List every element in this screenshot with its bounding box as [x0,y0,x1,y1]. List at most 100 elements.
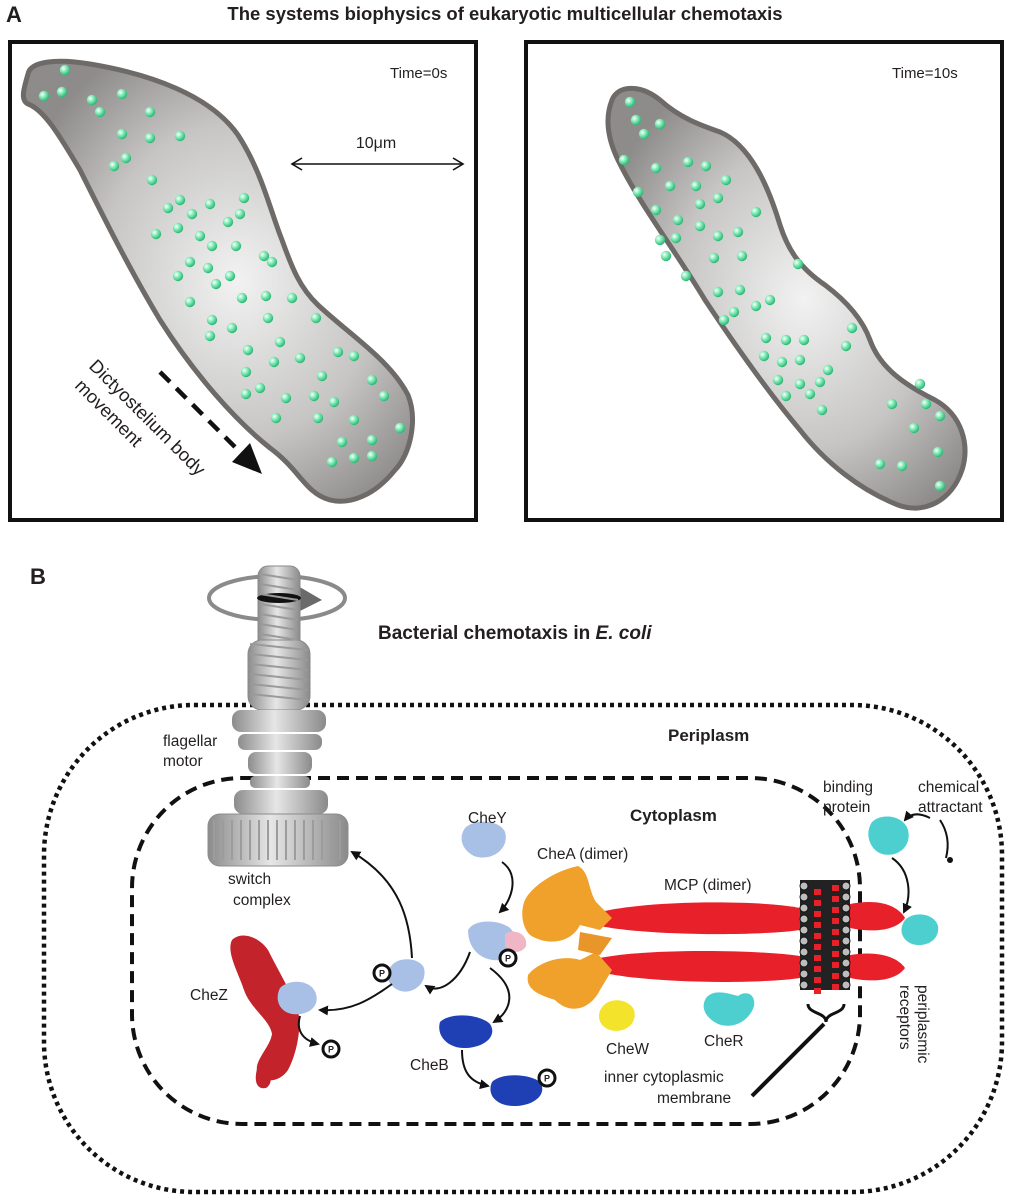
phospho-label: P [328,1045,334,1055]
membrane-bilayer [800,880,850,990]
lipid-head [799,936,809,946]
particle-right [712,192,724,204]
particle-right [932,446,944,458]
receptor-segment [832,973,839,979]
panel-a-letter: A [6,2,22,27]
motor-ridge [249,693,309,701]
particle-left [328,396,340,408]
motor-ridge [259,573,299,581]
receptors-label: periplasmic receptors [896,985,931,1064]
chey-bound-pink [505,931,527,952]
particle-left [204,330,216,342]
scale-bar-right-head [452,157,465,171]
particle-left [260,290,272,302]
lipid-head [841,969,851,979]
particle-right [670,232,682,244]
motor-ridges [213,573,341,860]
particle-left [172,270,184,282]
binding-label-line1: binding [823,779,873,796]
particle-left [274,336,286,348]
particle-right [750,300,762,312]
arrow-chez-release [297,1015,320,1047]
particle-right [712,230,724,242]
particle-right [734,284,746,296]
lipid-head [799,881,809,891]
particle-left [294,352,306,364]
particle-left [184,256,196,268]
lipid-head [841,925,851,935]
lipid-head [799,947,809,957]
motor-disc-1 [232,710,326,732]
chey-label: CheY [468,810,507,827]
motor-ridge [249,673,309,681]
particle-left [266,256,278,268]
particle-right [792,258,804,270]
receptor-segment [832,984,839,990]
particle-right [660,250,672,262]
receptor-segment [832,896,839,902]
lipid-head [799,914,809,924]
particle-right [840,340,852,352]
receptor-segment [814,988,821,994]
arrow-cheb-phospho [461,1049,490,1090]
particle-right [846,322,858,334]
flagellar-label-line2: motor [163,753,203,770]
particle-left [222,216,234,228]
receptor-segment [832,907,839,913]
particle-left [150,228,162,240]
particle-left [94,106,106,118]
receptor-segment [814,944,821,950]
particle-left [186,208,198,220]
particle-left [144,132,156,144]
particle-left [120,152,132,164]
cheb-phospho [490,1075,543,1106]
particle-left [236,292,248,304]
particle-left [108,160,120,172]
particle-left [240,388,252,400]
particle-right [798,334,810,346]
receptor-segment [814,889,821,895]
motor-ridge [259,613,299,621]
motor-ridge [259,583,299,591]
receptor-segment [832,951,839,957]
particle-right [934,480,946,492]
phospho-label: P [379,969,385,979]
particle-right [708,252,720,264]
particle-right [934,410,946,422]
particle-right [654,118,666,130]
particle-right [804,388,816,400]
receptors-label-line1: periplasmic [914,985,931,1064]
chea-dimer [522,866,612,1009]
receptor-segment [832,940,839,946]
motor-ridge [259,603,299,611]
panel-a-title: The systems biophysics of eukaryotic mul… [227,3,782,24]
particle-left [238,192,250,204]
particle-right [650,204,662,216]
particle-right [736,250,748,262]
mcp-rod-lower [600,951,800,982]
lipid-head [799,925,809,935]
binding-protein-bound [901,914,939,946]
lipid-head [841,881,851,891]
particle-right [794,354,806,366]
particle-right [920,398,932,410]
arrow-cheyp-to-chez [318,983,393,1016]
particle-left [230,240,242,252]
particle-right [732,226,744,238]
phospho-circle [372,963,392,983]
particle-right [764,294,776,306]
particle-right [682,156,694,168]
membrane-pointer [750,1022,826,1098]
arrow-attractant-to-binding [903,810,931,822]
particle-right [728,306,740,318]
lipid-head [841,892,851,902]
motor-disc-3 [248,752,312,774]
particle-left [224,270,236,282]
membrane-label-line1: inner cytoplasmic [604,1069,724,1086]
particle-left [204,198,216,210]
particle-right [618,154,630,166]
attractant-molecule [947,857,953,863]
phospho-label: P [544,1074,550,1084]
particle-right [814,376,826,388]
